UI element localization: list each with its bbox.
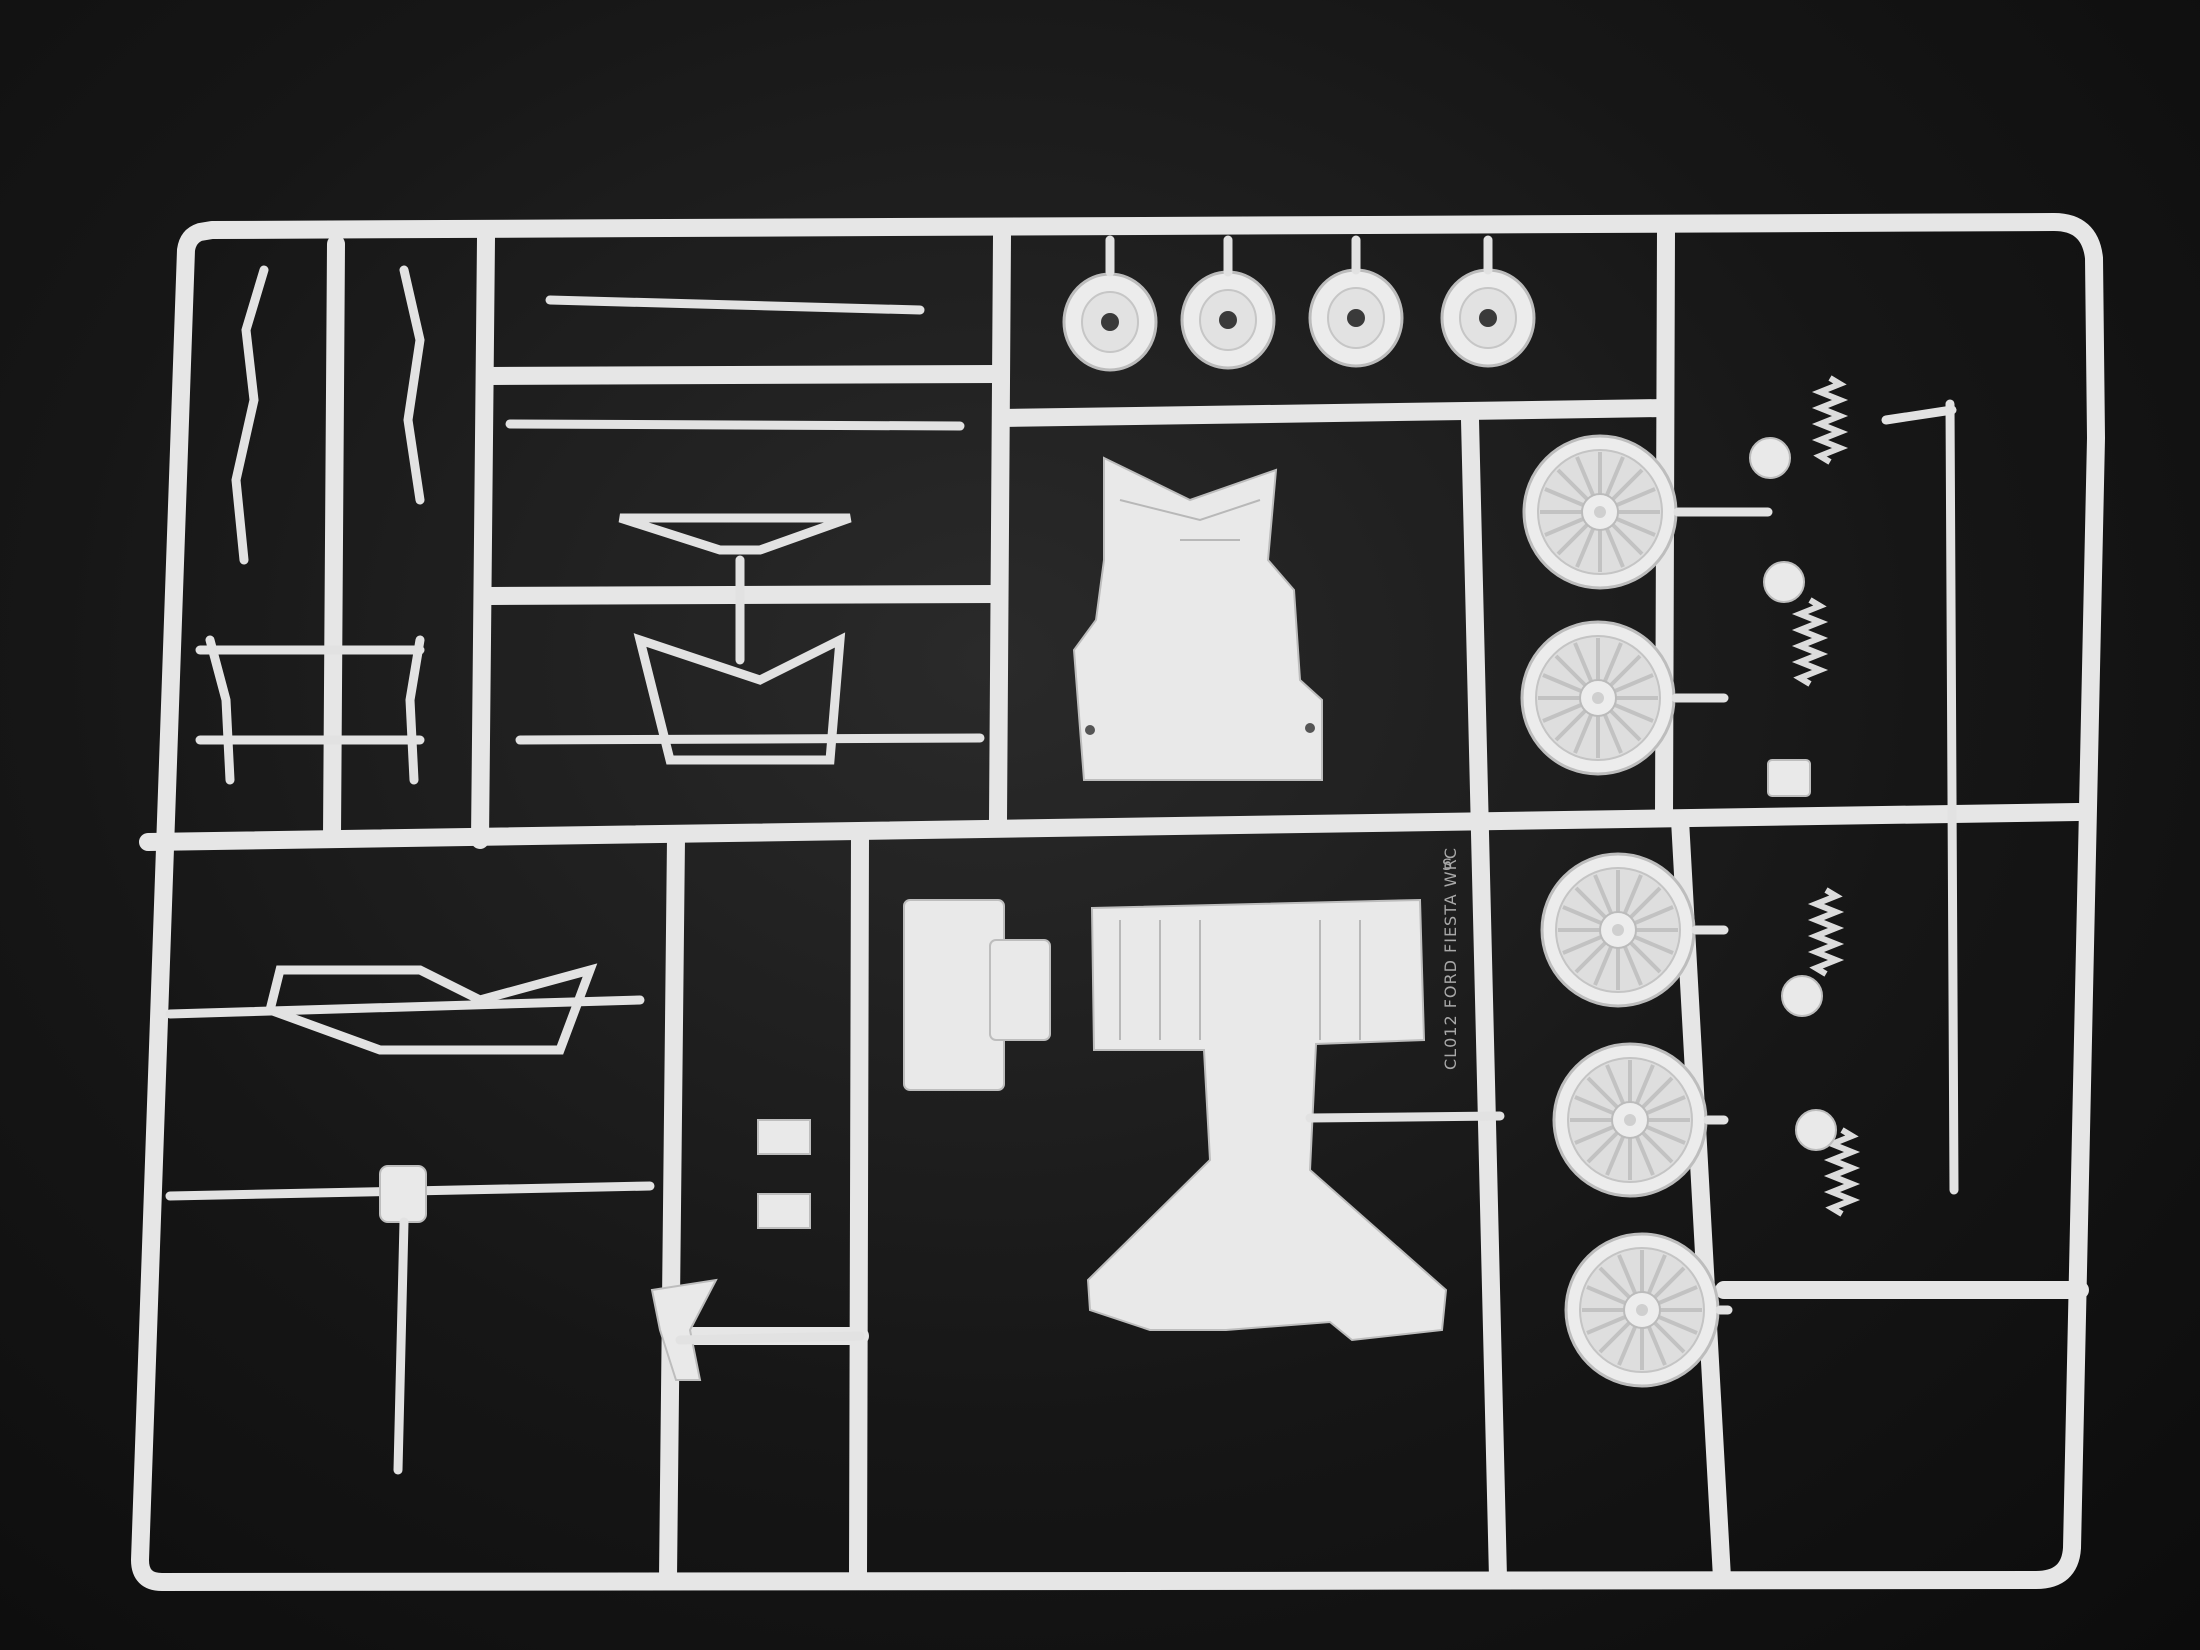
cross-member — [165, 963, 655, 1475]
floor-panel-lower — [1086, 898, 1505, 1342]
small-parts — [650, 1119, 865, 1381]
floor-panel-upper — [1072, 456, 1323, 781]
sprue-letter-text: S — [1442, 855, 1453, 874]
kit-label-text: CL012 FORD FIESTA WRC — [1441, 847, 1460, 1070]
shock-absorber-group — [1749, 378, 1852, 1214]
engine-block — [903, 899, 1051, 1091]
left-rods — [195, 265, 425, 785]
brake-disc-group — [1062, 235, 1536, 372]
suspension-arms — [505, 295, 985, 765]
sprue-frame — [131, 213, 2105, 1591]
wheel-group — [1520, 434, 1773, 1388]
